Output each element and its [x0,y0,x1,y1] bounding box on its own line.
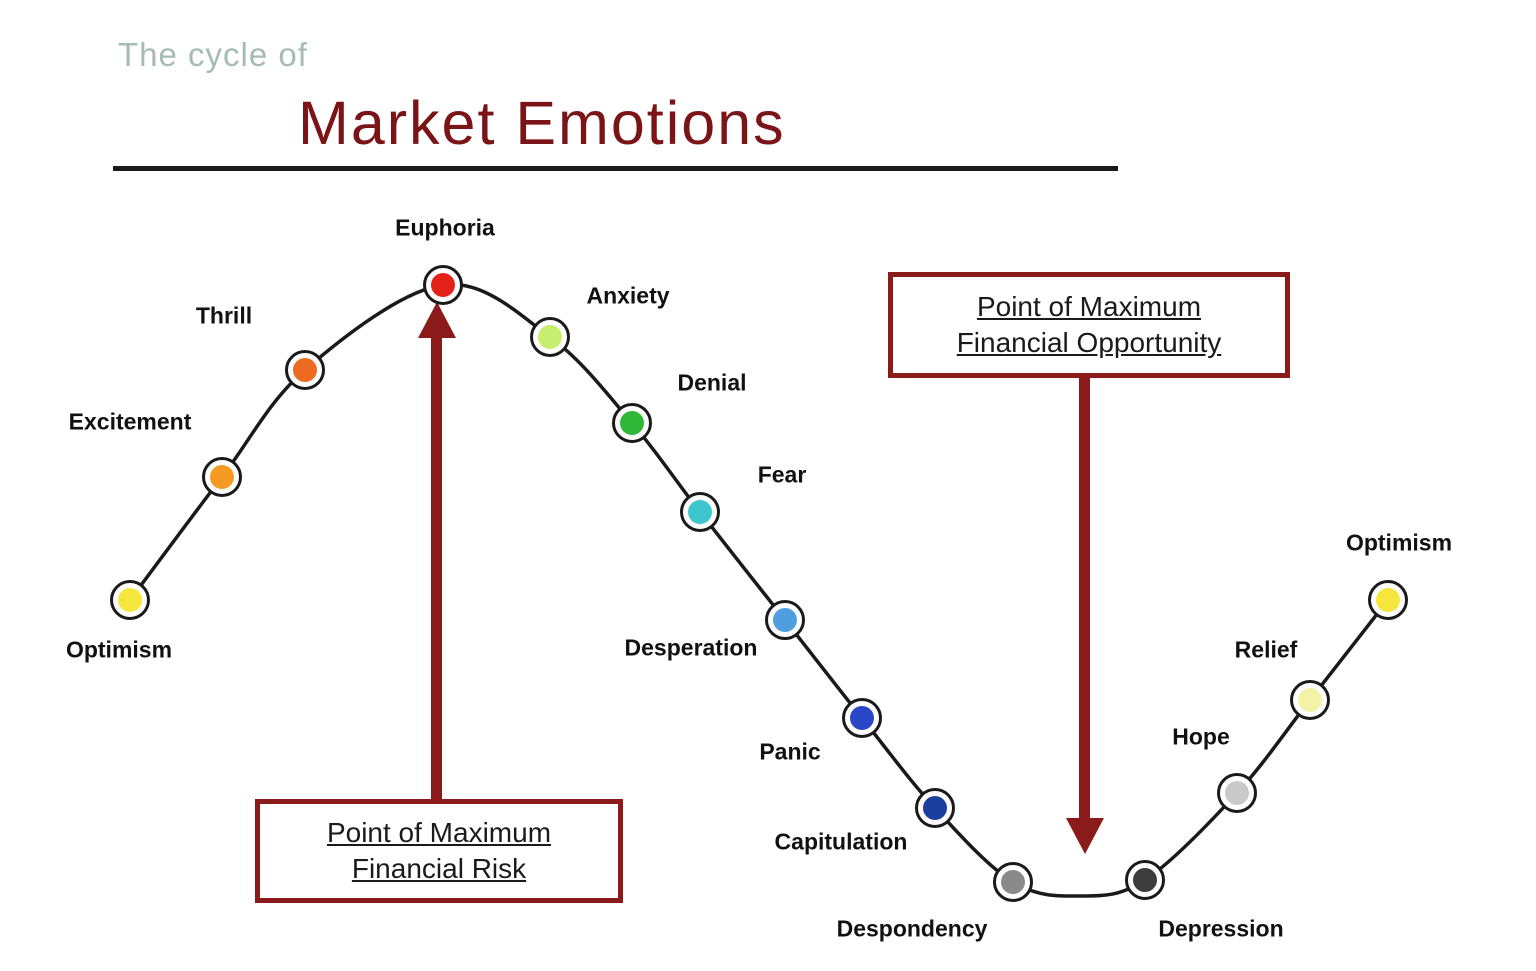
risk-annotation-line1: Point of Maximum [326,816,552,848]
emotion-dot-excitement [202,457,242,497]
emotion-dot-core [850,706,874,730]
emotion-dot-core [923,796,947,820]
diagram-title: Market Emotions [298,89,786,157]
emotion-label-depression: Depression [1158,915,1284,942]
emotion-dot-core [431,273,455,297]
title-underline-rule [113,166,1118,171]
opportunity-arrow-shaft [1079,378,1090,820]
risk-arrow-shaft [431,336,442,800]
emotion-dot-desperation [765,600,805,640]
risk-annotation-box: Point of Maximum Financial Risk [255,799,623,903]
emotion-label-denial: Denial [677,369,747,396]
emotion-dot-panic [842,698,882,738]
emotion-label-hope: Hope [1172,723,1230,750]
diagram-pretitle: The cycle of [118,36,308,73]
emotion-dot-depression [1125,860,1165,900]
emotion-dot-core [620,411,644,435]
emotion-label-thrill: Thrill [195,302,253,329]
emotion-label-panic: Panic [759,738,821,765]
emotion-dot-optimism [110,580,150,620]
emotion-label-despondency: Despondency [836,915,988,942]
risk-arrow-up-icon [418,302,456,338]
emotion-dot-core [688,500,712,524]
opportunity-annotation-line2: Financial Opportunity [956,327,1222,358]
opportunity-arrow-down-icon [1066,818,1104,854]
emotion-label-optimism: Optimism [65,636,173,663]
emotion-label-optimism: Optimism [1345,529,1453,556]
emotion-label-excitement: Excitement [68,408,192,435]
emotion-label-relief: Relief [1234,636,1298,663]
emotion-dot-core [1376,588,1400,612]
emotion-dot-core [1001,870,1025,894]
emotion-dot-core [1225,781,1249,805]
emotion-dot-euphoria [423,265,463,305]
emotion-label-capitulation: Capitulation [774,828,908,855]
emotion-dot-capitulation [915,788,955,828]
emotion-dot-core [773,608,797,632]
emotion-dot-thrill [285,350,325,390]
emotion-dot-denial [612,403,652,443]
opportunity-annotation-line1: Point of Maximum [976,290,1202,322]
emotion-label-fear: Fear [757,461,807,488]
emotion-dot-hope [1217,773,1257,813]
emotion-dot-relief [1290,680,1330,720]
emotion-dot-core [293,358,317,382]
emotion-label-anxiety: Anxiety [586,282,670,309]
emotion-dot-core [538,325,562,349]
emotion-dot-despondency [993,862,1033,902]
emotion-dot-core [1133,868,1157,892]
opportunity-annotation-box: Point of Maximum Financial Opportunity [888,272,1290,378]
emotion-label-desperation: Desperation [624,634,758,661]
emotion-dot-core [210,465,234,489]
emotion-dot-fear [680,492,720,532]
emotion-dot-optimism [1368,580,1408,620]
emotion-dot-anxiety [530,317,570,357]
emotion-dot-core [1298,688,1322,712]
emotion-dot-core [118,588,142,612]
emotion-label-euphoria: Euphoria [395,214,495,241]
risk-annotation-line2: Financial Risk [351,853,527,884]
